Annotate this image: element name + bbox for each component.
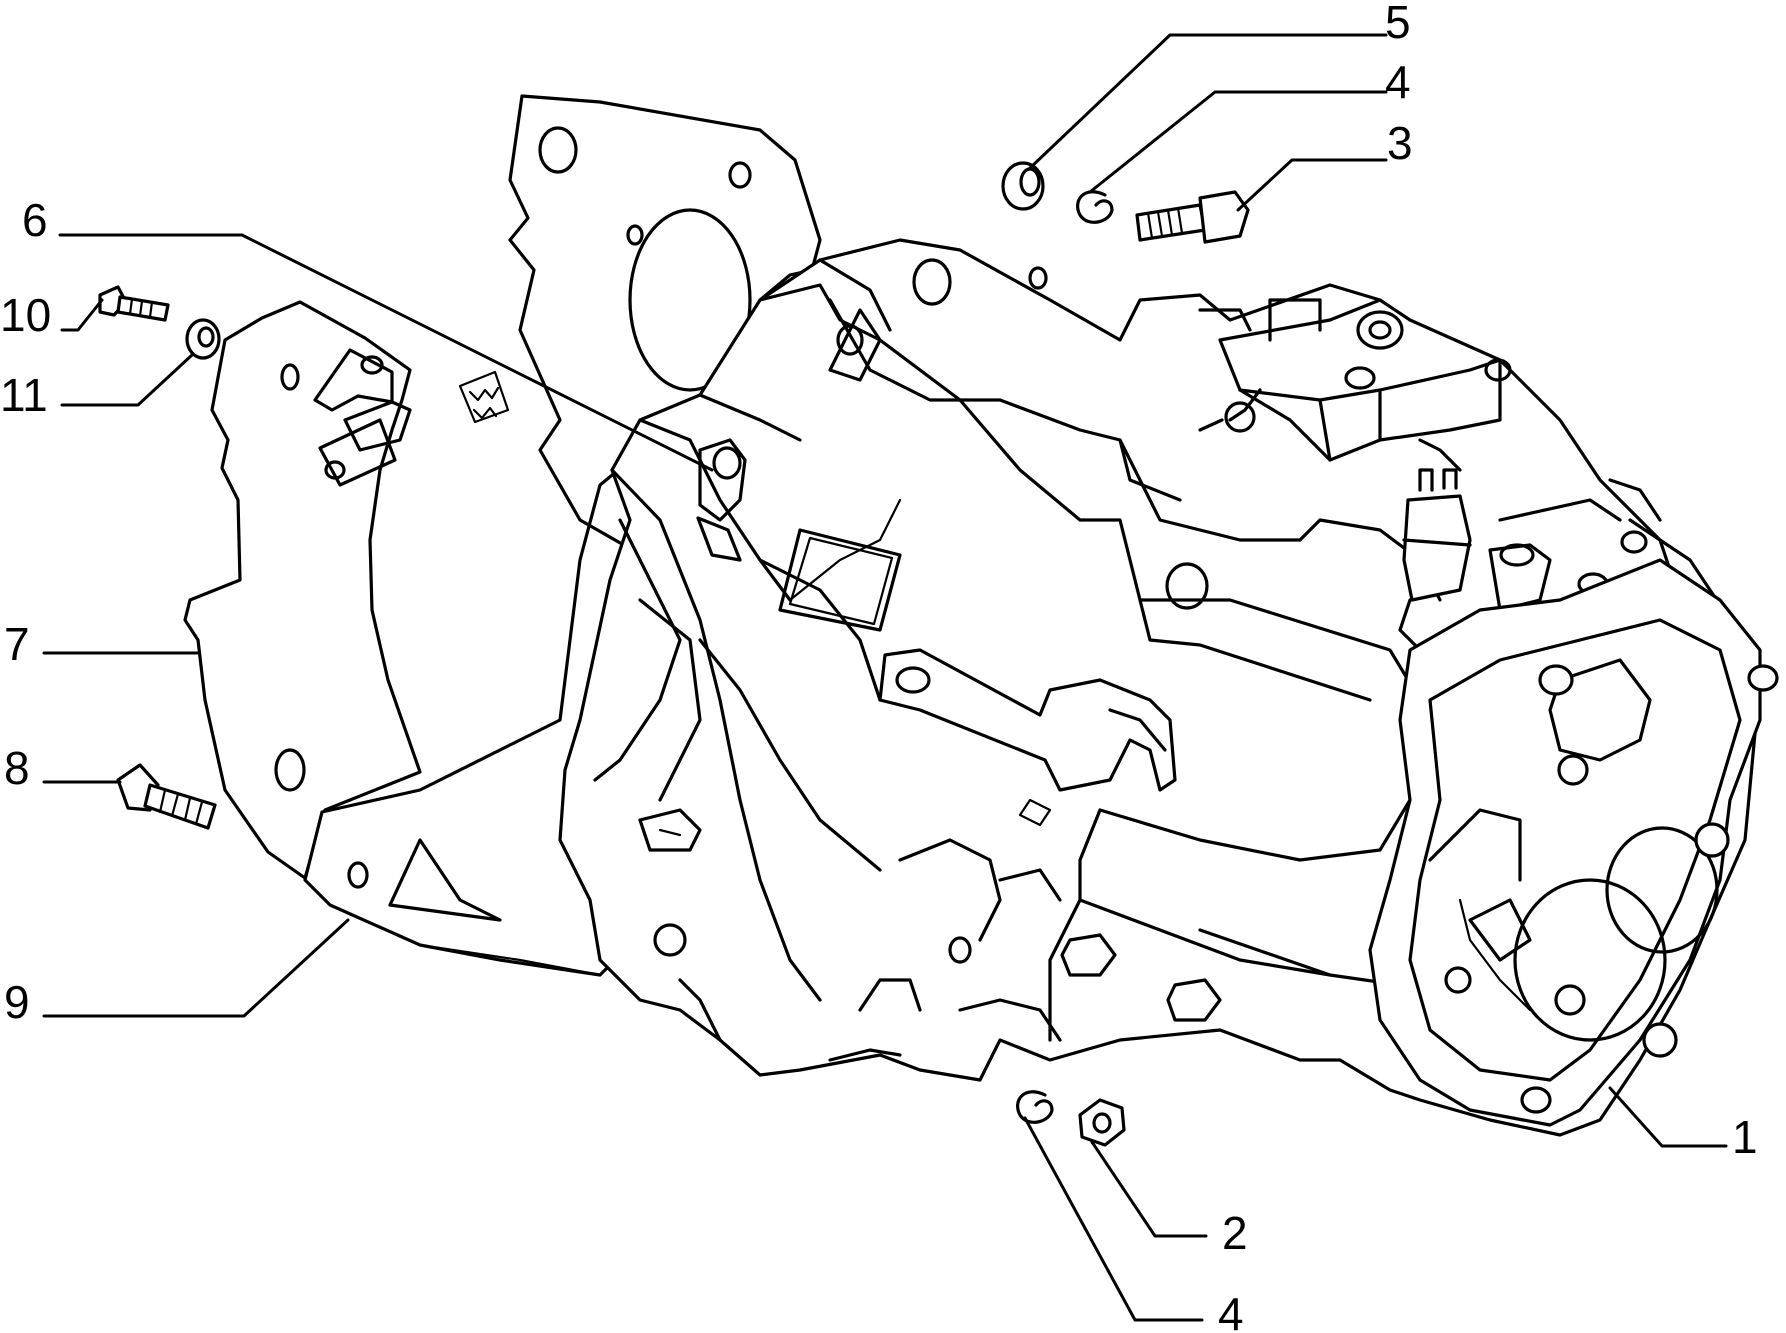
callout-8: 8 <box>4 742 30 794</box>
leader-1 <box>1608 1086 1728 1148</box>
nut-part-2 <box>1078 1098 1126 1147</box>
gearbox-housing-part-1 <box>558 238 1779 1137</box>
bolt-part-3 <box>1135 190 1250 244</box>
callout-4-top: 4 <box>1385 56 1411 108</box>
leader-9 <box>42 918 350 1018</box>
leader-lines <box>42 33 1728 1322</box>
leader-3 <box>1236 158 1388 212</box>
callout-1: 1 <box>1732 1111 1758 1163</box>
leader-6 <box>58 233 714 472</box>
leader-4-bottom <box>1023 1116 1204 1322</box>
washer-part-11 <box>185 318 221 360</box>
leader-4-top <box>1088 90 1388 194</box>
callout-5: 5 <box>1385 0 1411 48</box>
callout-3: 3 <box>1387 117 1413 169</box>
callout-10: 10 <box>0 289 51 341</box>
leader-10 <box>60 298 104 332</box>
leader-5 <box>1028 33 1388 170</box>
lock-washer-part-4-top <box>1076 190 1114 224</box>
leader-11 <box>60 353 194 407</box>
washer-part-5 <box>1001 161 1045 211</box>
stud-bolt-part-8 <box>116 763 217 830</box>
callout-11: 11 <box>0 369 48 421</box>
callout-9: 9 <box>4 976 30 1028</box>
callout-7: 7 <box>4 618 30 670</box>
bolt-part-10 <box>98 285 170 322</box>
leader-2 <box>1090 1140 1208 1238</box>
callout-2: 2 <box>1222 1207 1248 1259</box>
end-cover-bolts <box>1444 664 1779 1114</box>
guard-plate-part-7 <box>183 300 510 880</box>
callout-4-bottom: 4 <box>1218 1288 1244 1333</box>
callout-6: 6 <box>22 194 48 246</box>
lock-washer-part-4-bottom <box>1016 1090 1054 1124</box>
